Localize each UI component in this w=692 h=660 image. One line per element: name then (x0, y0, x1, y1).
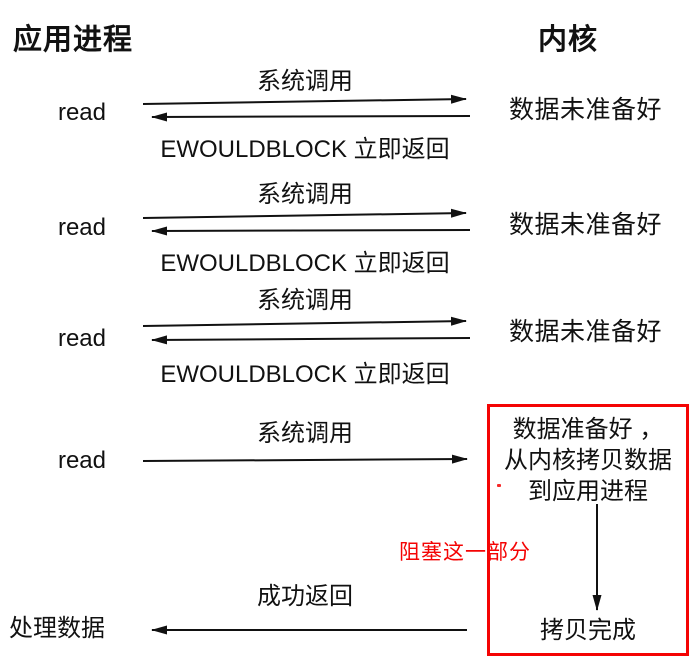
kernel-state-label: 数据未准备好 (509, 96, 663, 124)
read-call-label: read (57, 214, 107, 241)
syscall-label: 系统调用 (257, 181, 353, 208)
kernel-copy-text: 数据准备好 ， 从内核拷贝数据 到应用进程 (487, 414, 689, 507)
left-column-title: 应用进程 (13, 24, 134, 56)
copy-complete-label: 拷贝完成 (540, 617, 636, 644)
syscall-arrow (142, 454, 468, 464)
success-return-label: 成功返回 (257, 583, 353, 610)
return-arrow (151, 112, 471, 122)
copy-from-kernel-line: 从内核拷贝数据 (504, 447, 672, 474)
red-dot-mark (497, 484, 501, 487)
ewouldblock-return-label: EWOULDBLOCK 立即返回 (160, 361, 450, 388)
data-ready-line: 数据准备好 ， (512, 416, 664, 443)
return-arrow (151, 226, 471, 236)
to-app-process-line: 到应用进程 (528, 478, 648, 505)
kernel-state-label: 数据未准备好 (509, 211, 663, 239)
read-call-label: read (57, 325, 107, 352)
kernel-state-label: 数据未准备好 (509, 318, 663, 346)
process-data-label: 处理数据 (9, 615, 105, 642)
read-call-label: read (57, 447, 107, 474)
ewouldblock-return-label: EWOULDBLOCK 立即返回 (160, 136, 450, 163)
blocking-annotation: 阻塞这一部分 (399, 541, 531, 564)
syscall-arrow (142, 316, 467, 327)
right-column-title: 内核 (537, 24, 598, 56)
ewouldblock-return-label: EWOULDBLOCK 立即返回 (160, 250, 450, 277)
read-call-label: read (57, 99, 107, 126)
return-arrow (151, 335, 471, 345)
syscall-label: 系统调用 (257, 420, 353, 447)
blocking-section-box (487, 404, 689, 656)
syscall-label: 系统调用 (257, 68, 353, 95)
syscall-label: 系统调用 (257, 287, 353, 314)
syscall-arrow (142, 208, 467, 219)
syscall-arrow (142, 94, 467, 105)
